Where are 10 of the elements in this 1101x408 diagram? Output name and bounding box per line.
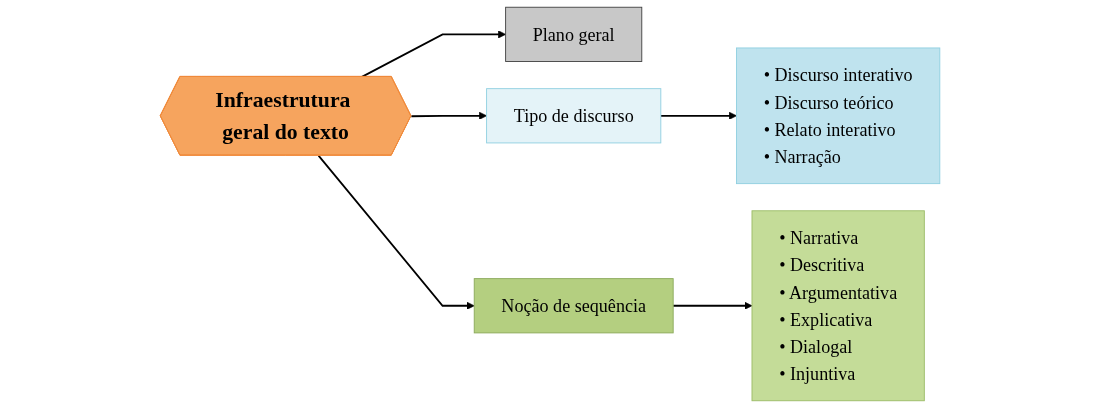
node-box: Plano geral [505,6,643,62]
node-box: Noção de sequência [474,278,675,334]
node-box: Tipo de discurso [486,88,662,144]
arrow [660,111,738,120]
node-box: • Discurso interativo • Discurso teórico • Relato interativo • Narração [736,47,941,185]
node-box: • Narrativa • Descritiva • Argumentativa • Explicativa • Dialogal • Injuntiva [752,210,926,402]
arrow [410,111,488,120]
arrow [318,154,476,310]
arrow [361,30,507,78]
arrow [672,301,753,310]
